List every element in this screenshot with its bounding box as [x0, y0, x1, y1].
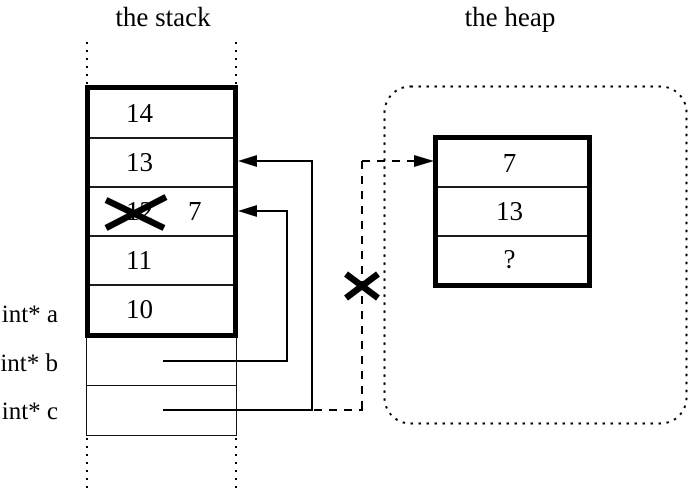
arrowhead-into-stack-cell-13-icon — [238, 155, 257, 167]
pointer-line-c — [163, 409, 313, 411]
stack-guide-dotted-line — [235, 42, 237, 86]
crossed-out-x-icon — [104, 194, 168, 231]
pointer-label-c: int* c — [1, 398, 58, 425]
stack-cell-value: 14 — [126, 98, 153, 128]
arrowhead-into-stack-cell-12-icon — [238, 205, 257, 217]
stack-guide-dotted-line — [86, 438, 88, 488]
pointer-line-b — [255, 210, 288, 212]
heap-region-outline — [383, 85, 688, 425]
pointer-line-b — [163, 360, 288, 362]
heap-cell-value: ? — [503, 244, 516, 275]
pointer-line-c — [255, 160, 313, 162]
stack-guide-dotted-line — [235, 438, 237, 488]
stack-cell-crossed: 12 7 — [90, 188, 233, 237]
pointer-line-c — [311, 160, 313, 411]
pointer-line-b — [286, 210, 288, 362]
heap-cell-value: 7 — [502, 147, 517, 178]
stack-cell-value: 10 — [126, 294, 153, 324]
arrowhead-into-heap-cell-icon — [414, 155, 434, 167]
dashed-pointer-line — [314, 409, 363, 411]
pointer-label-a: int* a — [1, 301, 58, 328]
pointer-label-b: int* b — [0, 350, 58, 377]
heap-title: the heap — [464, 2, 556, 32]
heap-cell: 7 — [438, 140, 587, 189]
heap-cell: 13 — [438, 188, 587, 237]
stack-cell: 10 — [90, 286, 233, 333]
heap-cell-value: 13 — [496, 195, 523, 226]
stack-cell-value: 13 — [126, 147, 153, 177]
heap-cell: ? — [438, 237, 587, 283]
stack-cell-new-value: 7 — [188, 196, 202, 226]
stack-guide-dotted-line — [86, 42, 88, 86]
dashed-pointer-line — [362, 160, 414, 162]
stack-cell: 14 — [90, 90, 233, 139]
stack-frame-box: 14 13 12 7 11 10 — [85, 85, 238, 338]
heap-block-box: 7 13 ? — [433, 135, 592, 288]
stack-cell-value: 11 — [126, 245, 152, 275]
stack-var-cell-c — [86, 386, 237, 436]
broken-pointer-x-icon — [344, 271, 380, 301]
stack-cell: 13 — [90, 139, 233, 188]
stack-title: the stack — [115, 2, 211, 32]
stack-cell: 11 — [90, 237, 233, 286]
